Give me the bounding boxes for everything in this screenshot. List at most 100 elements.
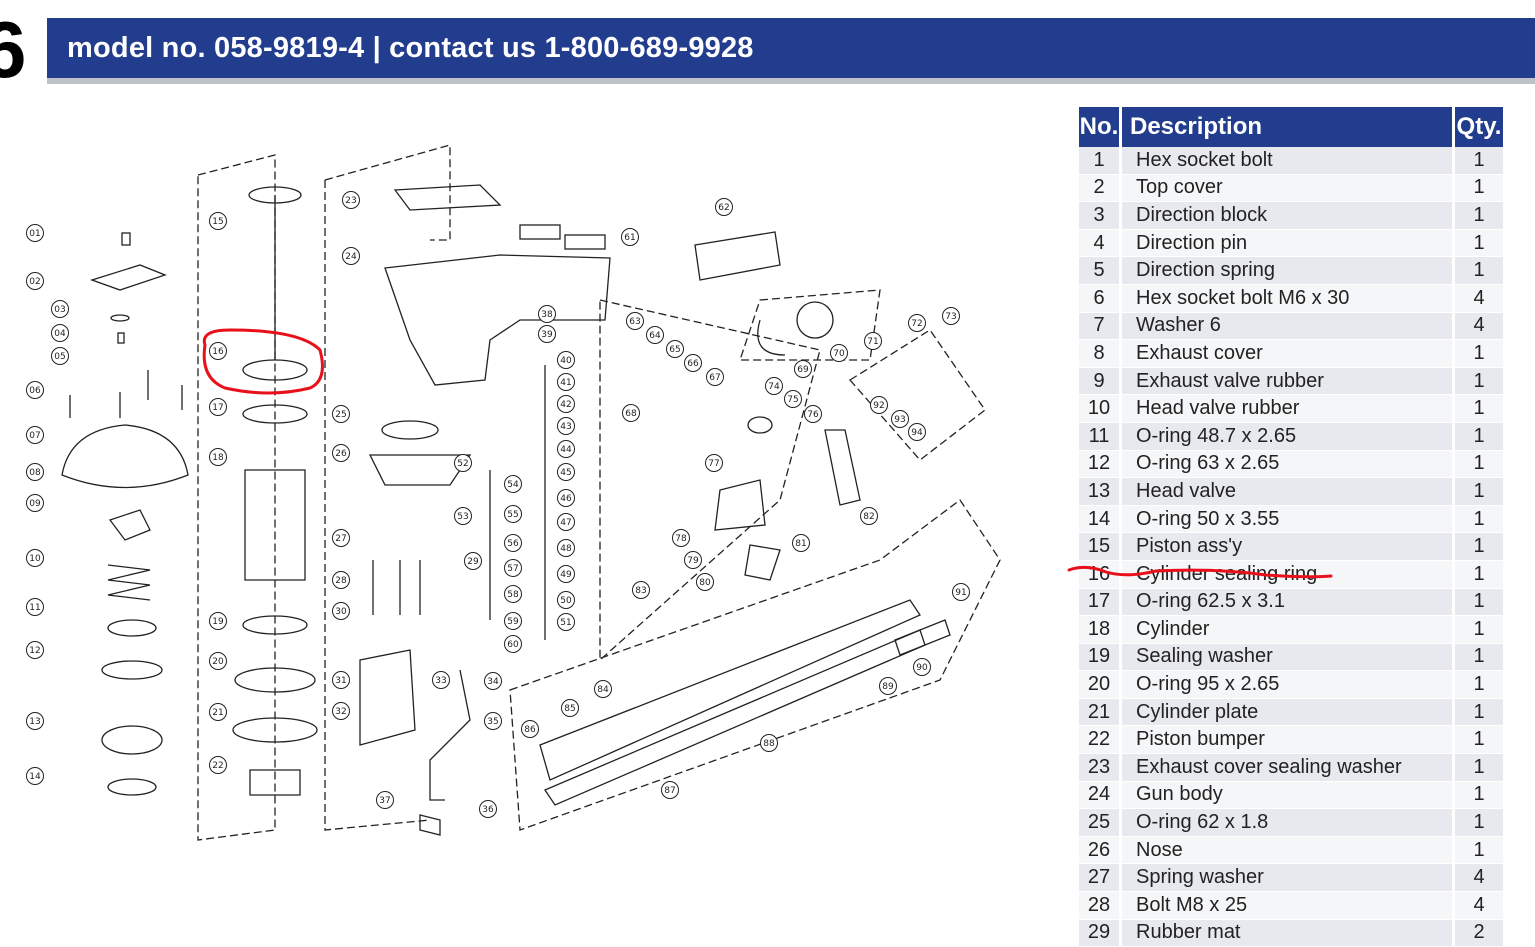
callout-47: 47 xyxy=(557,513,575,531)
header-description: Description xyxy=(1122,107,1452,147)
callout-92: 92 xyxy=(870,396,888,414)
svg-text:80: 80 xyxy=(699,578,711,588)
cell-qty: 1 xyxy=(1455,809,1503,837)
cell-no: 22 xyxy=(1079,726,1119,755)
cell-no: 11 xyxy=(1079,422,1119,451)
cell-description: Top cover xyxy=(1122,174,1452,203)
svg-text:83: 83 xyxy=(635,586,646,596)
callout-18: 18 xyxy=(209,448,227,466)
cell-qty: 1 xyxy=(1455,754,1503,782)
callout-23: 23 xyxy=(342,191,360,209)
svg-text:64: 64 xyxy=(649,331,661,341)
callout-89: 89 xyxy=(879,677,897,695)
cell-description: Bolt M8 x 25 xyxy=(1122,892,1452,920)
svg-text:28: 28 xyxy=(335,576,347,586)
svg-text:29: 29 xyxy=(467,557,479,567)
callout-69: 69 xyxy=(794,360,812,378)
callout-29: 29 xyxy=(464,552,482,570)
cell-no: 13 xyxy=(1079,478,1119,506)
cell-description: Direction spring xyxy=(1122,257,1452,285)
callout-46: 46 xyxy=(557,489,575,507)
cell-qty: 1 xyxy=(1455,616,1503,644)
callout-03: 03 xyxy=(51,300,69,318)
callout-83: 83 xyxy=(632,581,650,599)
svg-text:05: 05 xyxy=(54,352,65,362)
cell-no: 4 xyxy=(1079,229,1119,258)
callout-24: 24 xyxy=(342,247,360,265)
header-qty: Qty. xyxy=(1455,107,1503,147)
svg-text:07: 07 xyxy=(29,431,40,441)
callout-11: 11 xyxy=(26,598,44,616)
svg-text:22: 22 xyxy=(212,761,223,771)
svg-text:30: 30 xyxy=(335,607,347,617)
cell-qty: 1 xyxy=(1455,367,1503,396)
cell-qty: 1 xyxy=(1455,174,1503,203)
cell-qty: 1 xyxy=(1455,533,1503,561)
svg-text:21: 21 xyxy=(212,708,223,718)
svg-text:11: 11 xyxy=(29,603,40,613)
cell-no: 24 xyxy=(1079,781,1119,810)
cell-description: O-ring 95 x 2.65 xyxy=(1122,671,1452,699)
callout-42: 42 xyxy=(557,395,575,413)
callout-94: 94 xyxy=(908,423,926,441)
callout-91: 91 xyxy=(952,583,970,601)
svg-text:62: 62 xyxy=(718,203,729,213)
svg-text:88: 88 xyxy=(763,739,775,749)
cell-qty: 1 xyxy=(1455,229,1503,258)
cell-description: O-ring 63 x 2.65 xyxy=(1122,450,1452,479)
svg-text:61: 61 xyxy=(624,233,635,243)
cell-qty: 4 xyxy=(1455,864,1503,893)
svg-text:50: 50 xyxy=(560,596,572,606)
callout-09: 09 xyxy=(26,494,44,512)
svg-text:73: 73 xyxy=(945,312,956,322)
callout-07: 07 xyxy=(26,426,44,444)
cell-description: Cylinder plate xyxy=(1122,698,1452,727)
svg-text:46: 46 xyxy=(560,494,572,504)
svg-text:81: 81 xyxy=(795,539,806,549)
callout-19: 19 xyxy=(209,612,227,630)
svg-text:82: 82 xyxy=(863,512,874,522)
svg-text:13: 13 xyxy=(29,717,40,727)
header-bar: model no. 058-9819-4 | contact us 1-800-… xyxy=(47,18,1535,78)
callout-71: 71 xyxy=(864,332,882,350)
svg-text:43: 43 xyxy=(560,422,571,432)
callout-33: 33 xyxy=(432,671,450,689)
callout-12: 12 xyxy=(26,641,44,659)
callout-04: 04 xyxy=(51,324,69,342)
callout-61: 61 xyxy=(621,228,639,246)
svg-text:37: 37 xyxy=(379,796,390,806)
callout-13: 13 xyxy=(26,712,44,730)
callout-80: 80 xyxy=(696,573,714,591)
callout-74: 74 xyxy=(765,377,783,395)
svg-text:74: 74 xyxy=(768,382,780,392)
svg-text:78: 78 xyxy=(675,534,687,544)
callout-01: 01 xyxy=(26,224,44,242)
callout-54: 54 xyxy=(504,475,522,493)
callout-60: 60 xyxy=(504,635,522,653)
cell-no: 12 xyxy=(1079,450,1119,479)
svg-text:12: 12 xyxy=(29,646,40,656)
callout-56: 56 xyxy=(504,534,522,552)
callout-84: 84 xyxy=(594,680,612,698)
cell-no: 8 xyxy=(1079,340,1119,368)
callout-81: 81 xyxy=(792,534,810,552)
callout-36: 36 xyxy=(479,800,497,818)
callout-58: 58 xyxy=(504,585,522,603)
cell-description: Rubber mat xyxy=(1122,919,1452,947)
svg-text:68: 68 xyxy=(625,409,637,419)
cell-qty: 1 xyxy=(1455,340,1503,368)
cell-no: 17 xyxy=(1079,588,1119,617)
callout-67: 67 xyxy=(706,368,724,386)
svg-text:84: 84 xyxy=(597,685,609,695)
